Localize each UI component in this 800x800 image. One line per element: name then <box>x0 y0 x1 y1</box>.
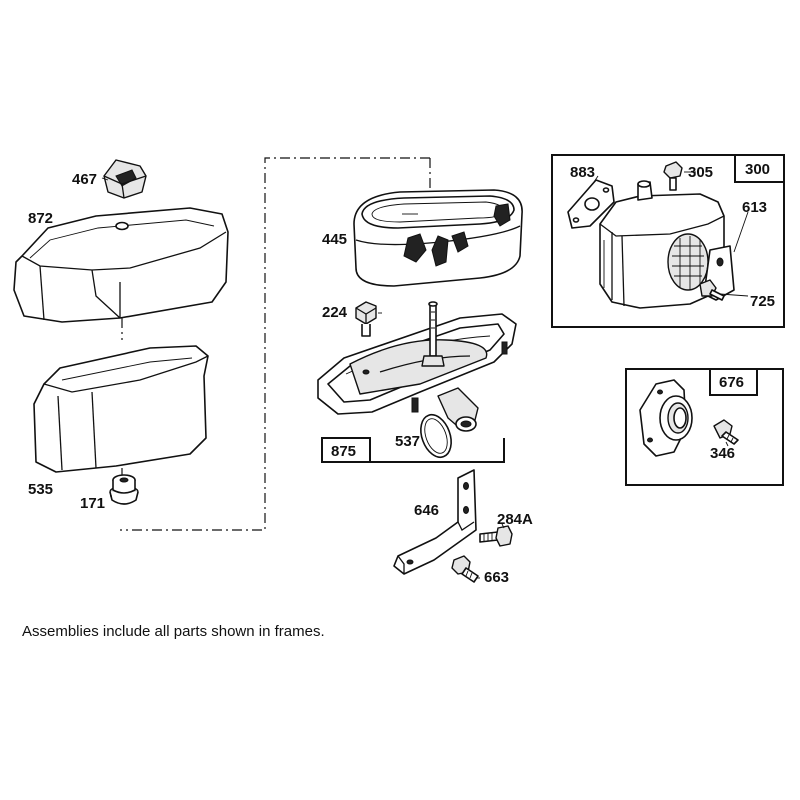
label-300: 300 <box>745 161 770 178</box>
label-445: 445 <box>322 231 347 248</box>
exhaust-flange-676 <box>639 379 693 457</box>
air-cleaner-cover-872 <box>13 207 229 323</box>
wing-nut-467 <box>103 159 147 199</box>
label-537: 537 <box>395 433 420 450</box>
label-613: 613 <box>742 199 767 216</box>
breather-tube <box>437 387 479 432</box>
screw-725 <box>699 279 725 301</box>
leader-467 <box>101 177 109 181</box>
air-cleaner-base-875 <box>317 313 517 415</box>
label-872: 872 <box>28 210 53 227</box>
label-646: 646 <box>414 502 439 519</box>
label-467: 467 <box>72 171 97 188</box>
bolt-284A <box>479 525 513 547</box>
label-725: 725 <box>750 293 775 310</box>
screw-224 <box>355 301 377 337</box>
label-883: 883 <box>570 164 595 181</box>
assemblies-footnote: Assemblies include all parts shown in fr… <box>22 623 325 640</box>
stud <box>421 301 445 367</box>
gasket-883 <box>567 179 615 229</box>
assembly-frame-875 <box>321 437 505 463</box>
label-875: 875 <box>331 443 356 460</box>
label-663: 663 <box>484 569 509 586</box>
o-ring-537 <box>420 413 452 459</box>
air-filter-element-445 <box>353 189 523 287</box>
label-224: 224 <box>322 304 348 321</box>
label-535: 535 <box>28 481 53 498</box>
filter-mesh-pattern <box>403 203 511 267</box>
screw-346 <box>713 419 739 445</box>
label-305: 305 <box>688 164 713 181</box>
screw-305 <box>663 161 683 191</box>
muffler-screen <box>667 233 709 291</box>
label-284A: 284A <box>497 511 533 528</box>
assembly-frame-676 <box>625 368 784 486</box>
bracket-646 <box>393 469 477 575</box>
pre-cleaner-535 <box>33 345 209 473</box>
bolt-663 <box>451 555 479 583</box>
label-171: 171 <box>80 495 105 512</box>
grommet-171 <box>109 474 139 505</box>
leader-lines <box>110 171 749 579</box>
label-346: 346 <box>710 445 735 462</box>
assembly-frame-300 <box>551 154 785 328</box>
label-676: 676 <box>719 374 744 391</box>
